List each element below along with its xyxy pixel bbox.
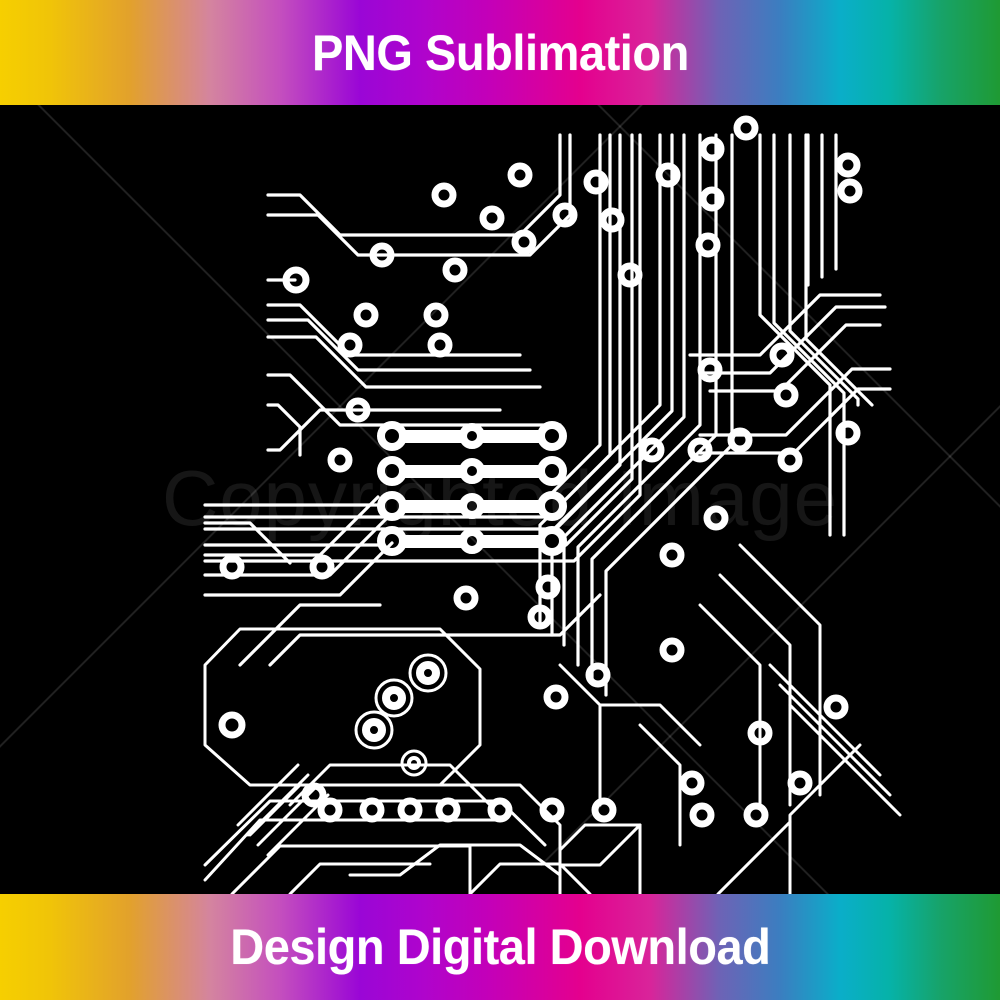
circuit-board-illustration bbox=[0, 105, 1000, 894]
connector-bus-rows bbox=[377, 421, 567, 556]
top-banner-title: PNG Sublimation bbox=[311, 24, 689, 81]
trace-group-vertical-bundles bbox=[806, 133, 838, 287]
bottom-banner-title: Design Digital Download bbox=[229, 919, 771, 975]
trace-group-bottom-band bbox=[230, 743, 862, 894]
bus-row bbox=[377, 456, 567, 486]
via-pads bbox=[218, 115, 863, 828]
artwork-stage: Copyrighted Image bbox=[0, 105, 1000, 894]
bus-row bbox=[377, 491, 567, 521]
board-outline-lower-left bbox=[203, 627, 482, 787]
top-gradient-banner: PNG Sublimation bbox=[0, 0, 1000, 105]
concentric-pads bbox=[354, 653, 448, 777]
bus-row bbox=[377, 526, 567, 556]
bus-row bbox=[377, 421, 567, 451]
bottom-gradient-banner: Design Digital Download bbox=[0, 894, 1000, 1000]
trace-group-upper-left bbox=[266, 133, 572, 457]
